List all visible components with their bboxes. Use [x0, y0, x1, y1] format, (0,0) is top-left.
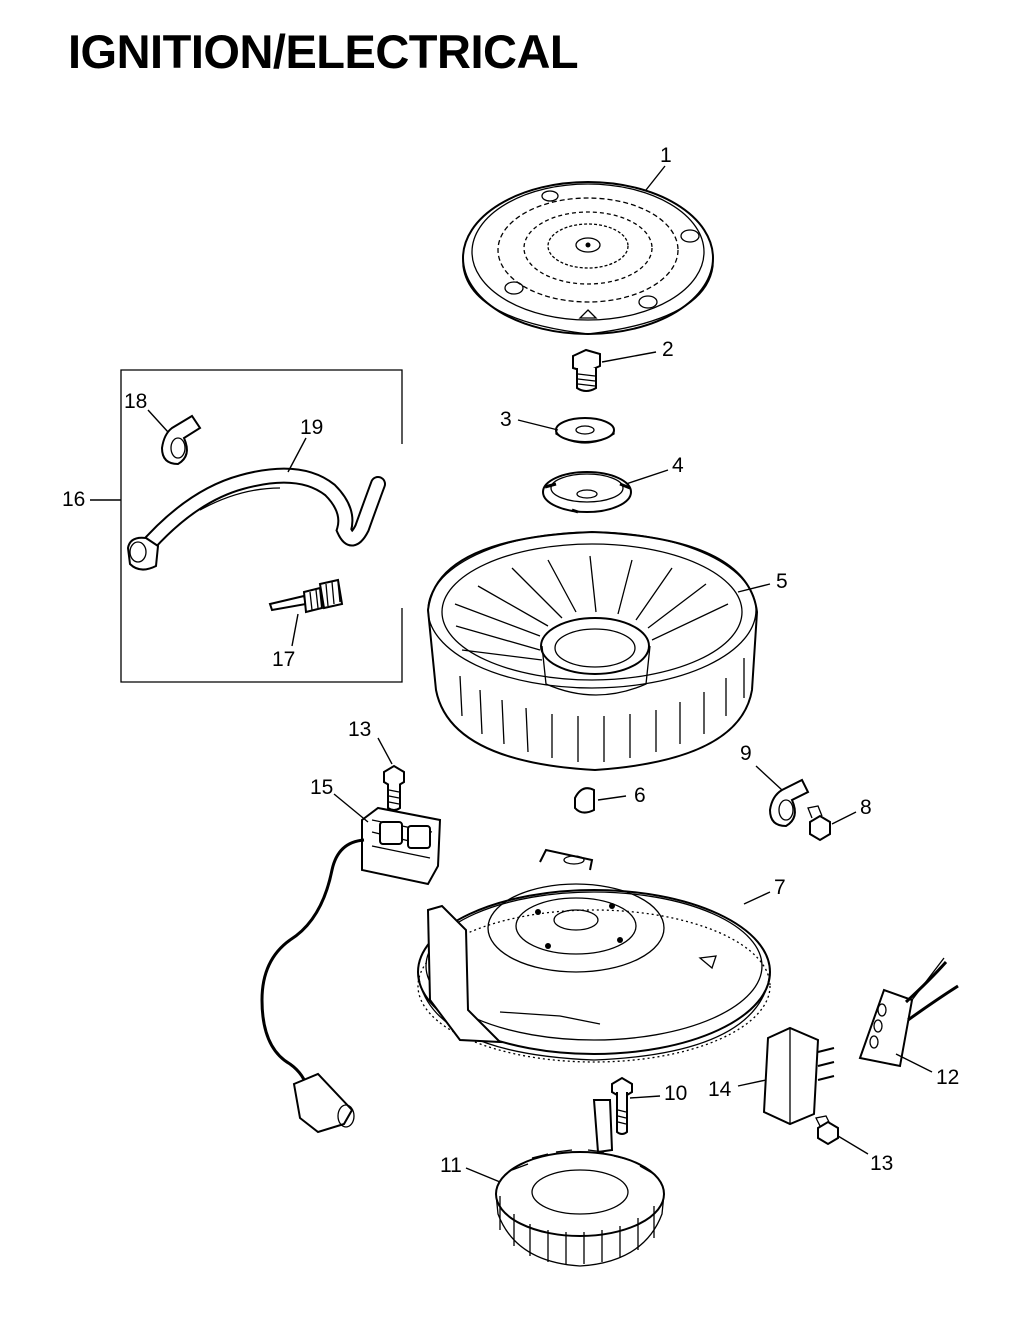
- screw-icon[interactable]: [807, 805, 831, 842]
- callout-4: 4: [672, 454, 684, 477]
- callout-2: 2: [662, 338, 674, 361]
- flywheel-screw-icon[interactable]: [572, 348, 601, 392]
- washer-icon[interactable]: [555, 417, 615, 444]
- connector-icon[interactable]: [858, 957, 959, 1068]
- callout-14: 14: [708, 1078, 732, 1101]
- callout-1: 1: [660, 144, 672, 167]
- spark-plug-icon[interactable]: [268, 578, 344, 614]
- callout-12: 12: [936, 1066, 959, 1089]
- callout-3: 3: [500, 408, 512, 431]
- callout-8: 8: [860, 796, 872, 819]
- callout-18: 18: [124, 390, 147, 413]
- callout-labels: 1 2 3 4 5 6 7 8 9 10 11 12 13 13 14 15 1…: [62, 144, 959, 1177]
- callout-13-lower: 13: [870, 1152, 893, 1175]
- callout-13-upper: 13: [348, 718, 371, 741]
- rectifier-regulator-icon[interactable]: [762, 1026, 835, 1126]
- stator-icon[interactable]: [495, 1099, 665, 1267]
- callout-11: 11: [440, 1154, 462, 1177]
- ignition-module-icon[interactable]: [260, 806, 442, 1134]
- callout-16: 16: [62, 488, 85, 511]
- callout-19: 19: [300, 416, 323, 439]
- callout-6: 6: [634, 784, 646, 807]
- clip-icon[interactable]: [160, 414, 202, 466]
- breather-hose-icon[interactable]: [126, 467, 386, 571]
- leader-lines: [90, 165, 933, 1183]
- page-title: IGNITION/ELECTRICAL: [68, 25, 579, 78]
- fan-icon[interactable]: [426, 530, 759, 772]
- callout-15: 15: [310, 776, 333, 799]
- callout-5: 5: [776, 570, 788, 593]
- fan-retainer-icon[interactable]: [542, 471, 632, 514]
- fan-screen-icon[interactable]: [462, 181, 714, 335]
- screw-icon[interactable]: [815, 1115, 839, 1146]
- callout-10: 10: [664, 1082, 687, 1105]
- flywheel-key-icon[interactable]: [574, 787, 595, 814]
- callout-17: 17: [272, 648, 295, 671]
- callout-7: 7: [774, 876, 786, 899]
- callout-9: 9: [740, 742, 752, 765]
- stator-screw-icon[interactable]: [611, 1076, 633, 1135]
- flywheel-icon[interactable]: [417, 848, 771, 1063]
- screw-icon[interactable]: [383, 764, 405, 811]
- kit-box-icon: [120, 369, 403, 683]
- clip-icon[interactable]: [768, 778, 810, 828]
